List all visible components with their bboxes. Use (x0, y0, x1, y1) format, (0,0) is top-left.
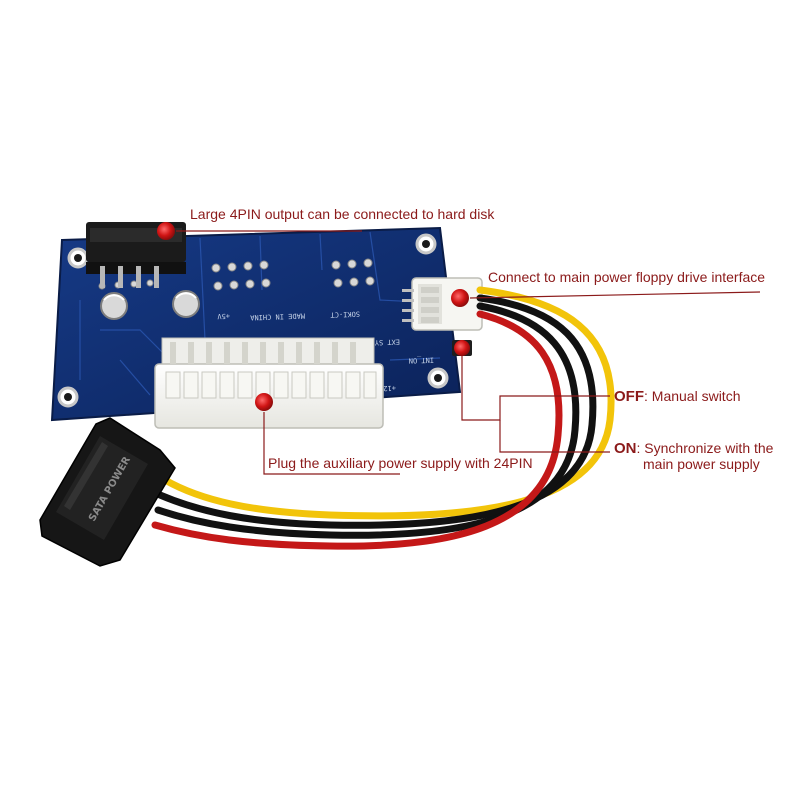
callout-on: ON: Synchronize with the (614, 440, 773, 457)
silkscreen-sync-ext: EXT SYNC_ON (354, 337, 401, 347)
off-state-desc: : Manual switch (644, 388, 741, 404)
marker-jumper (454, 340, 470, 356)
capacitors (100, 290, 200, 320)
floppy-connector (402, 277, 483, 331)
on-state-label: ON (614, 440, 637, 457)
off-state-label: OFF (614, 388, 644, 405)
silkscreen-12v: +12V (378, 384, 396, 393)
power-cables (151, 286, 615, 550)
callout-atx24: Plug the auxiliary power supply with 24P… (268, 455, 533, 471)
silkscreen-5v: +5V (216, 312, 230, 320)
silkscreen-model: SOKI-CT (330, 310, 361, 319)
callout-hdd-output: Large 4PIN output can be connected to ha… (190, 206, 495, 222)
atx-24pin-connector (154, 337, 384, 429)
silkscreen-made-in: MADE IN CHINA (249, 311, 305, 321)
marker-hdd (157, 222, 175, 240)
marker-atx24 (255, 393, 273, 411)
leader-lines (176, 230, 761, 475)
sata-power-connector: SATA POWER (39, 417, 176, 567)
silkscreen-sync-int: INT_ON (409, 356, 435, 365)
callout-markers (157, 222, 470, 411)
callout-floppy-input: Connect to main power floppy drive inter… (488, 269, 766, 285)
callout-off: OFF: Manual switch (614, 388, 740, 405)
marker-floppy (451, 289, 469, 307)
on-state-desc: : Synchronize with the (636, 440, 774, 456)
callout-on-line2: main power supply (643, 456, 760, 472)
